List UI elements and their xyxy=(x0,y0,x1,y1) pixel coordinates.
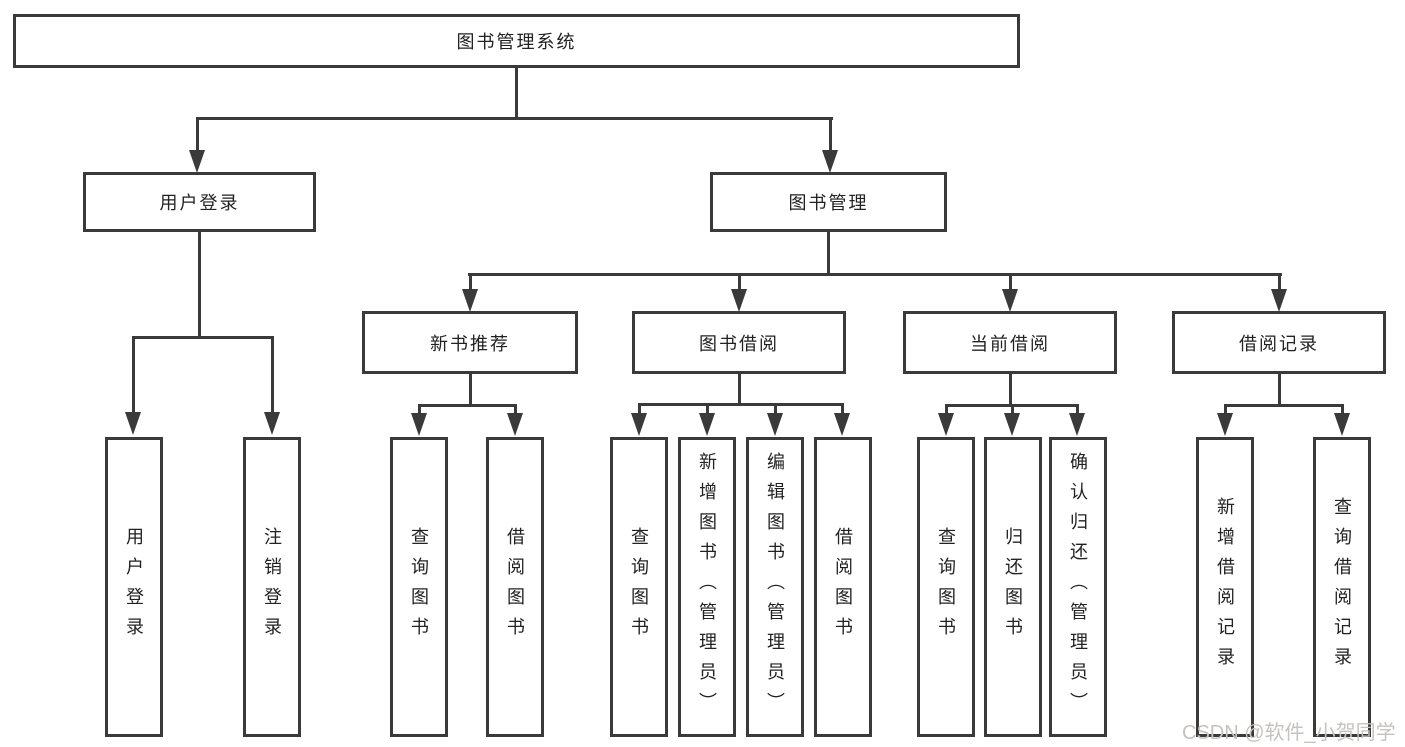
connector-mgmt-stem xyxy=(827,232,830,276)
arrowhead-login-leaf2 xyxy=(264,412,280,435)
connector-current-drop xyxy=(1009,273,1012,291)
leaf-records-query-record-label: 查询借阅记录 xyxy=(1332,497,1352,677)
leaf-current-query-books: 查询图书 xyxy=(917,437,975,737)
arrowhead-login-leaf1 xyxy=(125,412,141,435)
connector-records-leaf1-drop xyxy=(1224,404,1227,415)
connector-current-leaf1-drop xyxy=(945,404,948,415)
arrowhead-current-leaf1 xyxy=(938,413,954,436)
arrowhead-borrow-leaf2 xyxy=(699,413,715,436)
arrowhead-records xyxy=(1271,289,1287,312)
leaf-recommend-query-books-label: 查询图书 xyxy=(409,527,429,647)
leaf-logout: 注销登录 xyxy=(243,437,301,737)
arrowhead-current-leaf2 xyxy=(1004,413,1020,436)
arrowhead-borrow-leaf1 xyxy=(631,413,647,436)
connector-recommend-leaf2-drop xyxy=(514,404,517,415)
node-current-borrow: 当前借阅 xyxy=(903,311,1117,374)
connector-mgmt-drop xyxy=(829,117,832,153)
leaf-current-confirm-return-admin: 确认归还（管理员） xyxy=(1049,437,1107,737)
connector-login-leaf1-drop xyxy=(132,336,135,412)
arrowhead-recommend-leaf2 xyxy=(507,413,523,436)
connector-current-stem xyxy=(1009,374,1012,407)
connector-recommend-leaf1-drop xyxy=(418,404,421,415)
connector-borrow-leaf1-drop xyxy=(638,403,641,415)
connector-borrow-stem xyxy=(738,374,741,406)
node-user-login: 用户登录 xyxy=(83,172,316,232)
connector-records-drop xyxy=(1278,273,1281,291)
node-root-label: 图书管理系统 xyxy=(456,32,577,52)
leaf-borrow-query-books-label: 查询图书 xyxy=(629,527,649,647)
arrowhead-records-leaf1 xyxy=(1217,413,1233,436)
arrowhead-recommend xyxy=(462,289,478,312)
leaf-current-return-books: 归还图书 xyxy=(984,437,1042,737)
node-book-mgmt-label: 图书管理 xyxy=(788,193,869,213)
connector-login-bus xyxy=(132,336,274,339)
csdn-watermark: CSDN @软件_小贺同学 xyxy=(1182,722,1396,744)
arrowhead-borrow xyxy=(731,289,747,312)
arrowhead-borrow-leaf3 xyxy=(767,413,783,436)
arrowhead-recommend-leaf1 xyxy=(411,413,427,436)
node-book-borrow-label: 图书借阅 xyxy=(699,333,779,354)
arrowhead-current xyxy=(1002,289,1018,312)
leaf-recommend-query-books: 查询图书 xyxy=(390,437,448,737)
arrowhead-records-leaf2 xyxy=(1334,413,1350,436)
leaf-current-query-books-label: 查询图书 xyxy=(936,527,956,647)
leaf-records-query-record: 查询借阅记录 xyxy=(1313,437,1371,737)
connector-records-stem xyxy=(1278,374,1281,407)
node-book-mgmt: 图书管理 xyxy=(710,172,947,232)
connector-root-bus xyxy=(196,117,833,120)
leaf-records-add-record: 新增借阅记录 xyxy=(1196,437,1254,737)
node-current-borrow-label: 当前借阅 xyxy=(970,333,1050,354)
connector-recommend-stem xyxy=(469,374,472,407)
node-book-borrow: 图书借阅 xyxy=(632,311,846,374)
leaf-recommend-borrow-books: 借阅图书 xyxy=(486,437,544,737)
connector-login-drop xyxy=(196,117,199,153)
leaf-borrow-borrow-books: 借阅图书 xyxy=(814,437,872,737)
node-new-book-recommend: 新书推荐 xyxy=(362,311,578,374)
node-user-login-label: 用户登录 xyxy=(159,193,240,213)
arrowhead-current-leaf3 xyxy=(1069,413,1085,436)
connector-recommend-bus xyxy=(418,404,517,407)
connector-borrow-leaf2-drop xyxy=(706,403,709,415)
node-borrow-records: 借阅记录 xyxy=(1172,311,1386,374)
leaf-records-add-record-label: 新增借阅记录 xyxy=(1215,497,1235,677)
leaf-current-confirm-return-admin-label: 确认归还（管理员） xyxy=(1068,452,1088,722)
leaf-user-login-label: 用户登录 xyxy=(124,527,144,647)
connector-mgmt-bus xyxy=(468,273,1282,276)
leaf-logout-label: 注销登录 xyxy=(262,527,282,647)
leaf-borrow-edit-books-admin-label: 编辑图书（管理员） xyxy=(765,452,785,722)
node-borrow-records-label: 借阅记录 xyxy=(1239,333,1319,354)
leaf-recommend-borrow-books-label: 借阅图书 xyxy=(505,527,525,647)
connector-recommend-drop xyxy=(469,273,472,291)
connector-login-leaf2-drop xyxy=(271,336,274,412)
arrowhead-mgmt xyxy=(822,150,838,173)
leaf-borrow-query-books: 查询图书 xyxy=(610,437,668,737)
leaf-borrow-add-books-admin-label: 新增图书（管理员） xyxy=(697,452,717,722)
leaf-current-return-books-label: 归还图书 xyxy=(1003,527,1023,647)
connector-login-stem xyxy=(198,232,201,338)
node-root: 图书管理系统 xyxy=(13,14,1020,68)
leaf-borrow-add-books-admin: 新增图书（管理员） xyxy=(678,437,736,737)
connector-borrow-drop xyxy=(738,273,741,291)
connector-borrow-bus xyxy=(638,403,844,406)
leaf-borrow-borrow-books-label: 借阅图书 xyxy=(833,527,853,647)
leaf-borrow-edit-books-admin: 编辑图书（管理员） xyxy=(746,437,804,737)
connector-borrow-leaf3-drop xyxy=(774,403,777,415)
connector-records-bus xyxy=(1224,404,1344,407)
node-new-book-recommend-label: 新书推荐 xyxy=(430,333,510,354)
connector-records-leaf2-drop xyxy=(1341,404,1344,415)
connector-root-stem xyxy=(515,68,518,120)
arrowhead-login xyxy=(189,150,205,173)
connector-current-leaf2-drop xyxy=(1011,404,1014,415)
connector-current-leaf3-drop xyxy=(1076,404,1079,415)
leaf-user-login: 用户登录 xyxy=(105,437,163,737)
connector-borrow-leaf4-drop xyxy=(841,403,844,415)
arrowhead-borrow-leaf4 xyxy=(834,413,850,436)
